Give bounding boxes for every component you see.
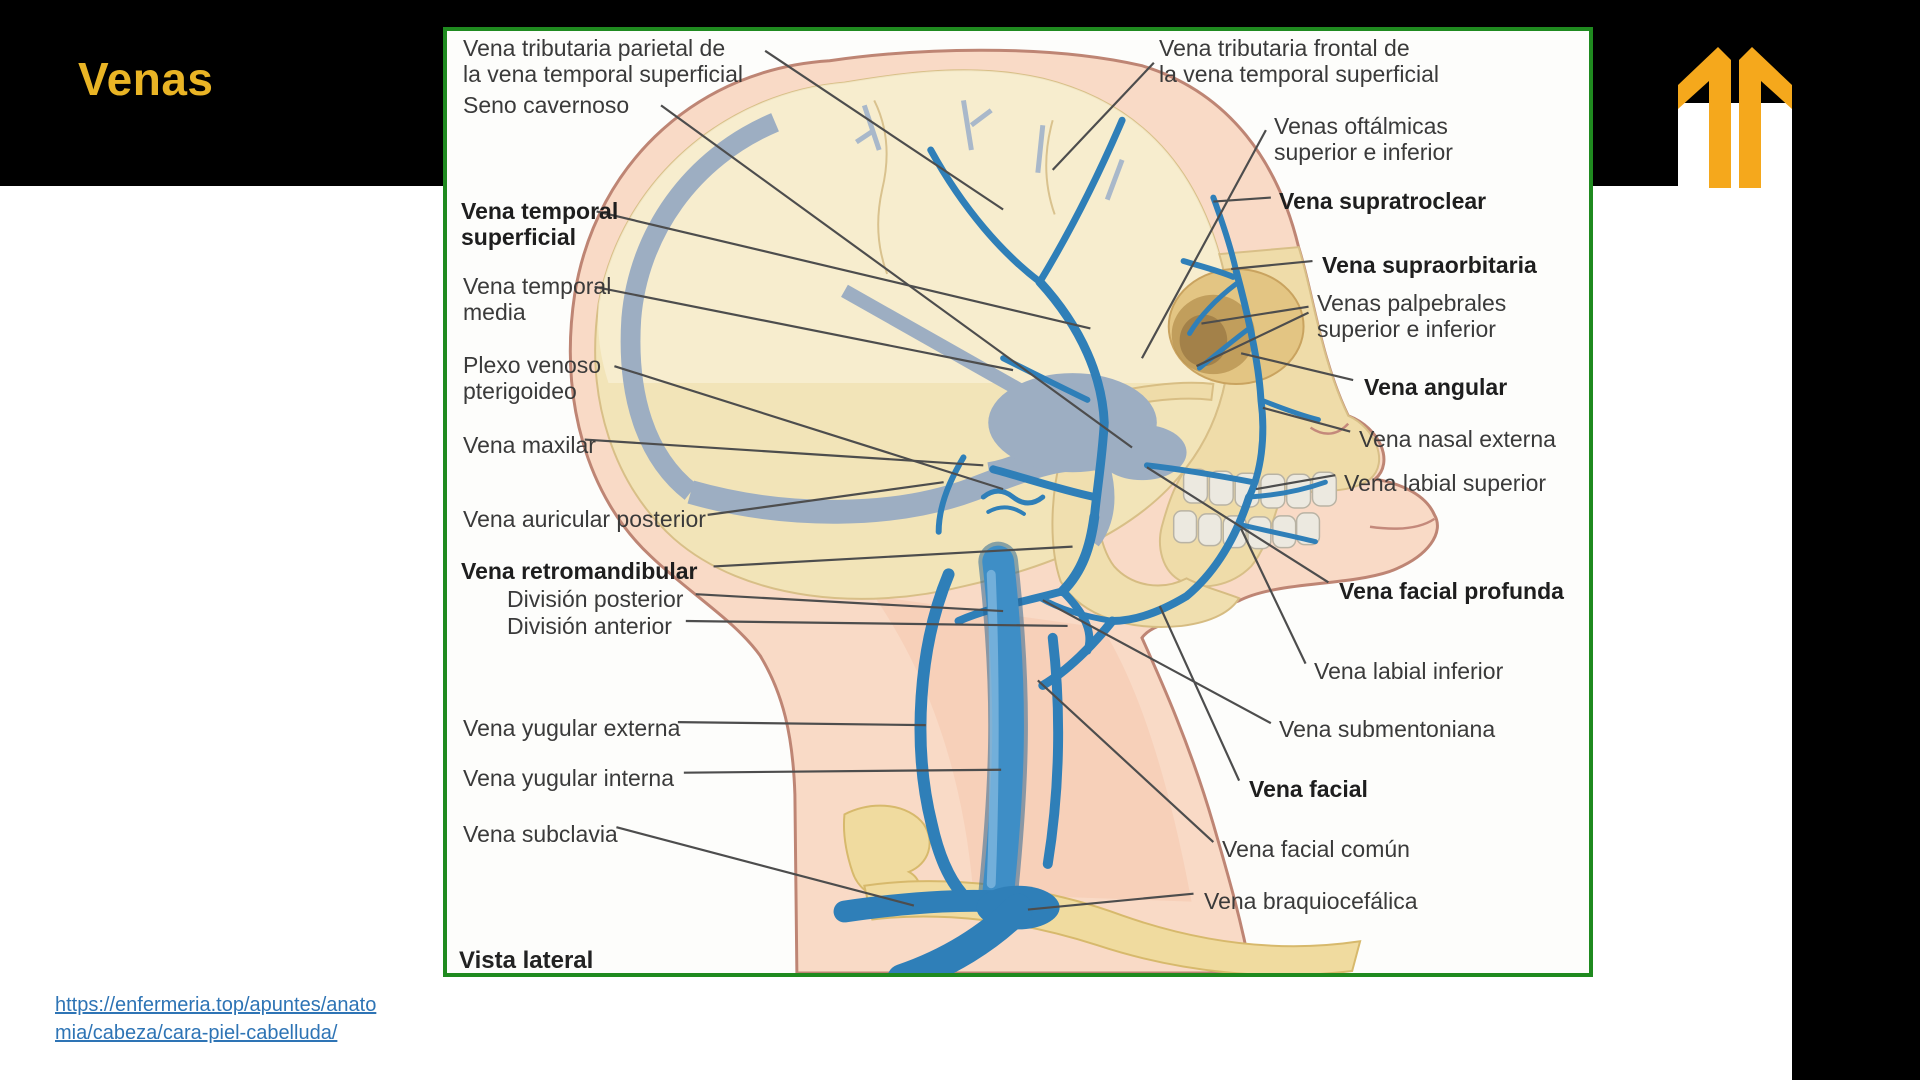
- nostril-line: [1309, 422, 1350, 435]
- label-venas-oftalmicas: Venas oftálmicas superior e inferior: [1274, 113, 1453, 165]
- anatomy-illustration: [568, 48, 1439, 973]
- label-vena-braquiocefalica: Vena braquiocefálica: [1204, 888, 1418, 914]
- skull-dome-highlight: [598, 70, 1228, 384]
- label-vena-tributaria-frontal: Vena tributaria frontal de la vena tempo…: [1159, 35, 1439, 87]
- label-vena-labial-inferior: Vena labial inferior: [1314, 658, 1504, 684]
- internal-jugular-vein: [982, 545, 1024, 910]
- anatomy-diagram: Vena tributaria parietal de la vena temp…: [443, 27, 1593, 977]
- label-vena-retromandibular: Vena retromandibular: [461, 558, 698, 584]
- label-vena-facial-profunda: Vena facial profunda: [1339, 578, 1564, 604]
- veins-blue: [914, 116, 1328, 902]
- brachiocephalic-vein: [888, 893, 1033, 973]
- label-vena-temporal-media: Vena temporal media: [463, 273, 612, 325]
- source-link[interactable]: https://enfermeria.top/apuntes/anato mia…: [55, 994, 377, 1044]
- label-vena-supratroclear: Vena supratroclear: [1279, 188, 1487, 214]
- label-vena-facial: Vena facial: [1249, 776, 1368, 802]
- label-vena-maxilar: Vena maxilar: [463, 432, 596, 458]
- mandible: [1051, 456, 1241, 628]
- skull-suture: [1045, 119, 1056, 215]
- cerebral-veins-gray: [854, 100, 1125, 201]
- internal-jugular-highlight: [986, 569, 999, 889]
- label-vena-labial-superior: Vena labial superior: [1344, 470, 1547, 496]
- label-vena-supraorbitaria: Vena supraorbitaria: [1322, 252, 1537, 278]
- skull-suture: [873, 99, 889, 275]
- label-plexo-venoso-pterigoideo: Plexo venoso pterigoideo: [463, 352, 602, 404]
- page-title: Venas: [78, 53, 214, 105]
- label-venas-palpebrales: Venas palpebrales superior e inferior: [1317, 290, 1507, 342]
- label-vena-tributaria-parietal: Vena tributaria parietal de la vena temp…: [463, 35, 743, 87]
- logo: [1678, 45, 1792, 195]
- label-division-posterior: División posterior: [507, 586, 684, 612]
- label-vena-temporal-superficial: Vena temporal superficial: [461, 198, 619, 250]
- leader-lines: [584, 49, 1354, 911]
- label-seno-cavernoso: Seno cavernoso: [463, 92, 630, 118]
- view-caption: Vista lateral: [459, 947, 594, 974]
- label-vena-submentoniana: Vena submentoniana: [1279, 716, 1496, 742]
- label-vena-angular: Vena angular: [1364, 374, 1508, 400]
- label-vena-subclavia: Vena subclavia: [463, 821, 618, 847]
- label-vena-yugular-externa: Vena yugular externa: [463, 715, 681, 741]
- label-vena-nasal-externa: Vena nasal externa: [1359, 426, 1556, 452]
- label-vena-auricular-posterior: Vena auricular posterior: [463, 506, 706, 532]
- logo-background: [1678, 103, 1792, 195]
- mouth-line: [1369, 517, 1436, 530]
- label-vena-facial-comun: Vena facial común: [1222, 836, 1410, 862]
- right-sidebar-band: [1792, 0, 1920, 1080]
- label-vena-yugular-interna: Vena yugular interna: [463, 765, 674, 791]
- label-division-anterior: División anterior: [507, 613, 672, 639]
- neck-shading: [874, 596, 1192, 902]
- double-up-arrows-icon: [1678, 47, 1792, 188]
